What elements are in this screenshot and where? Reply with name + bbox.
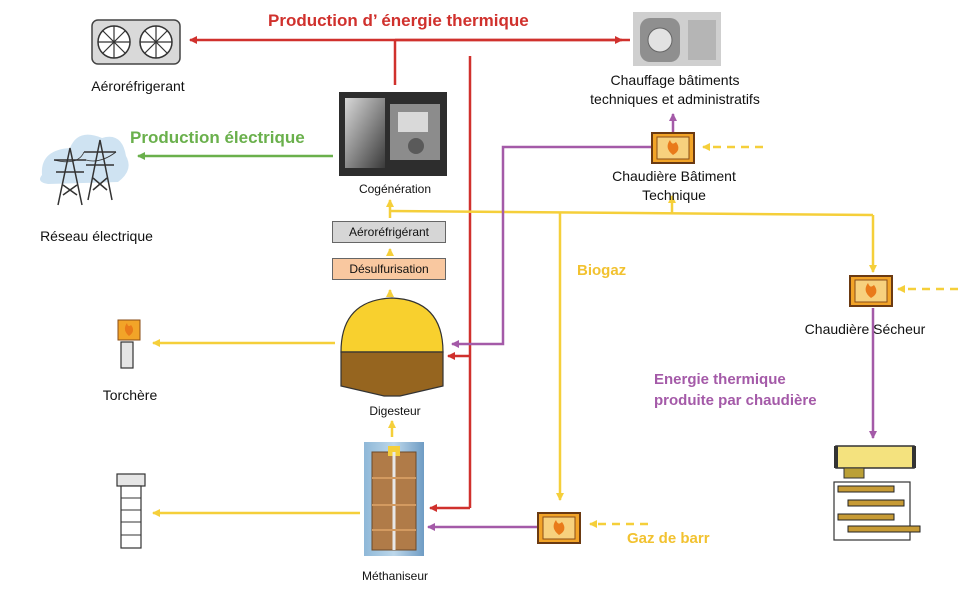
dryer-boiler-label: Chaudière Sécheur [804, 321, 926, 337]
dryer-boiler-icon [849, 275, 893, 307]
cogeneration-photo [339, 92, 447, 176]
building-heating-photo [633, 12, 721, 66]
methanizer-label: Méthaniseur [361, 569, 429, 583]
biogas-label: Biogaz [577, 262, 627, 279]
grid-label: Réseau électrique [40, 228, 153, 244]
building-boiler-icon [651, 132, 695, 164]
dryer-unit-icon [833, 445, 921, 541]
gas-boiler-icon [537, 512, 581, 544]
building-boiler-to-digester-arrow [451, 145, 651, 348]
biogas-header-line [389, 209, 874, 217]
aerorefrigerant-unit-icon [91, 19, 181, 65]
digester-label: Digesteur [369, 404, 421, 418]
gas-label: Gaz de barr [627, 530, 710, 547]
building-boiler-label-line1: Chaudière Bâtiment [612, 168, 736, 184]
aerorefrigerant-box: Aéroréfrigérant [332, 221, 446, 243]
boiler-heat-flow-lines [427, 113, 877, 531]
methanizer-tank-icon [364, 442, 424, 556]
desulfurisation-box: Désulfurisation [332, 258, 446, 280]
boiler-heat-label-line2: produite par chaudière [654, 392, 817, 409]
power-grid-pylons-icon [40, 134, 129, 206]
flare-label: Torchère [102, 387, 158, 403]
column-tower-icon [116, 473, 146, 549]
building-boiler-label-line2: Technique [642, 187, 706, 203]
heating-label-line1: Chauffage bâtiments [610, 72, 740, 88]
digester-tank-icon [340, 297, 444, 397]
electric-production-label: Production électrique [130, 128, 305, 147]
aerorefrigerant-top-label: Aéroréfrigerant [91, 78, 185, 94]
cogeneration-label: Cogénération [358, 182, 432, 196]
flare-icon [117, 319, 141, 369]
thermal-flow-lines [189, 36, 630, 512]
boiler-heat-label-line1: Energie thermique [654, 371, 786, 388]
external-gas-feeds [589, 143, 958, 528]
biogas-flow-lines [152, 195, 877, 517]
heating-label-line2: techniques et administratifs [590, 91, 760, 107]
thermal-production-label: Production d’ énergie thermique [268, 11, 529, 30]
